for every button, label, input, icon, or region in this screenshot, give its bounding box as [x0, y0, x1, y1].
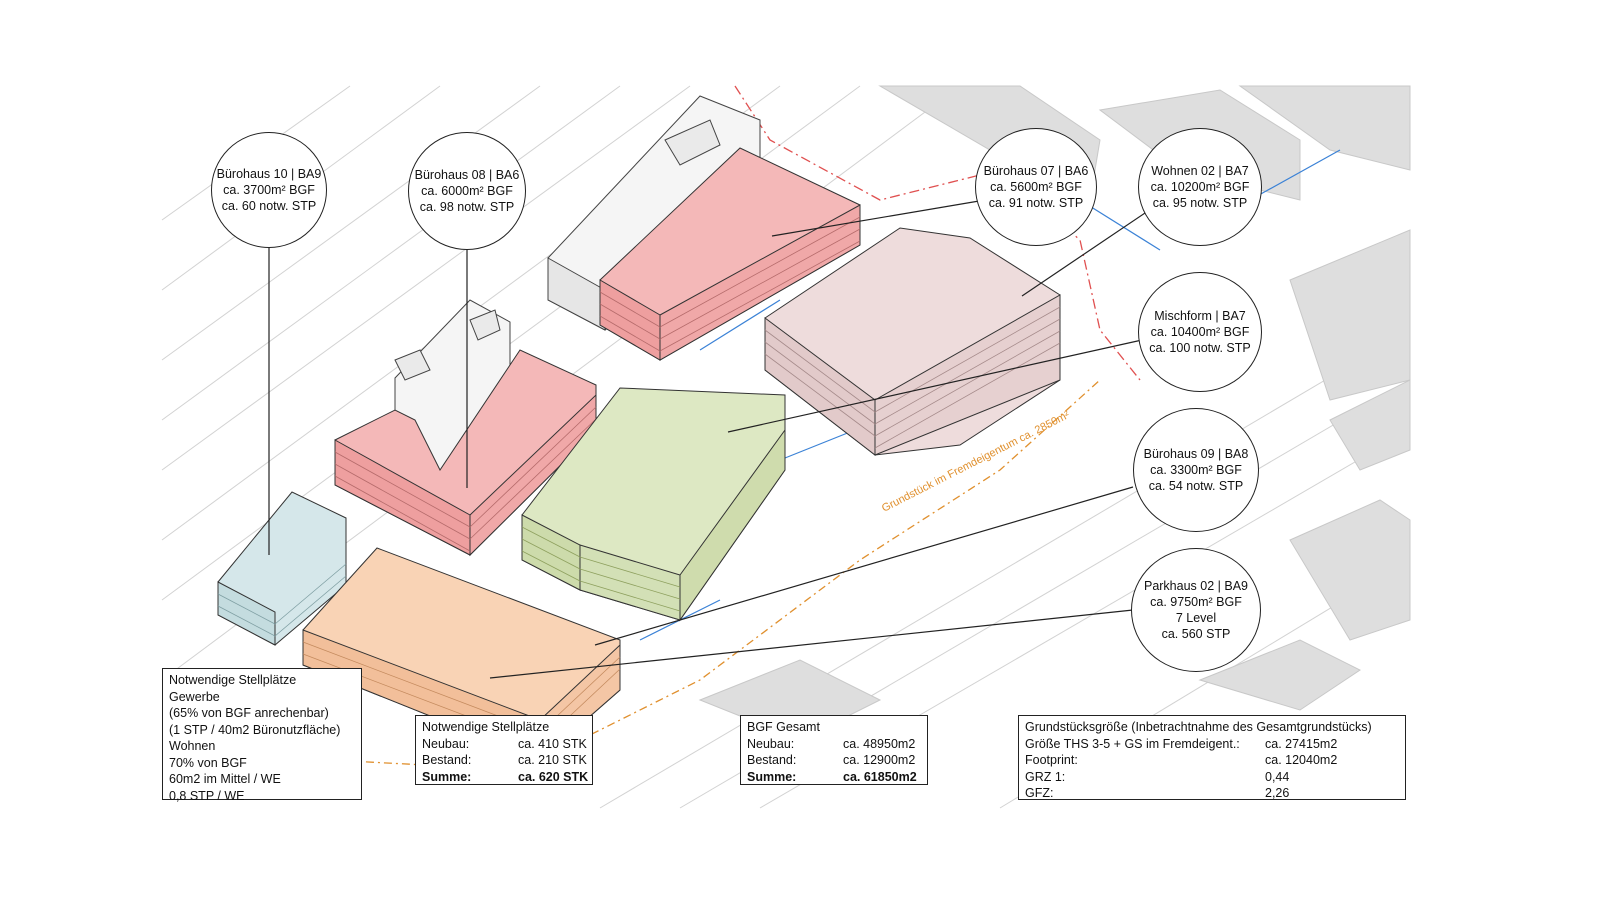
notes-line: Gewerbe: [169, 689, 220, 704]
bgf-row: Neubau: ca. 48950m2: [747, 736, 921, 753]
callout-line: ca. 60 notw. STP: [221, 199, 317, 213]
notes-line: (1 STP / 40m2 Büronutzfläche): [169, 722, 341, 737]
callout-wohnen-02: Wohnen 02 | BA7 ca. 10200m² BGF ca. 95 n…: [1138, 128, 1262, 246]
row-key: Bestand:: [747, 753, 797, 767]
callout-line: Bürohaus 08 | BA6: [414, 168, 520, 182]
callout-line: ca. 54 notw. STP: [1148, 479, 1244, 493]
building-buerohaus-07: [599, 147, 861, 361]
parking-row: Neubau: ca. 410 STK: [422, 736, 587, 753]
callout-line: Mischform | BA7: [1154, 309, 1246, 323]
callout-line: ca. 5600m² BGF: [990, 180, 1082, 194]
row-value: ca. 620 STK: [518, 769, 589, 784]
site-row: Größe THS 3-5 + GS im Fremdeigent.: ca. 2…: [1025, 736, 1399, 753]
row-value: 0,44: [1265, 769, 1290, 784]
row-key: Summe:: [747, 769, 797, 784]
callout-buerohaus-08: Bürohaus 08 | BA6 ca. 6000m² BGF ca. 98 …: [408, 132, 526, 250]
row-value: ca. 27415m2: [1265, 736, 1338, 751]
parking-summary-box: Notwendige Stellplätze Neubau: ca. 410 ST…: [415, 715, 593, 785]
building-mischform: [521, 387, 786, 622]
row-key: Größe THS 3-5 + GS im Fremdeigent.:: [1025, 736, 1240, 751]
bgf-row: Bestand: ca. 12900m2: [747, 752, 921, 769]
callout-line: 7 Level: [1175, 611, 1217, 625]
callout-line: ca. 3700m² BGF: [223, 183, 315, 197]
callout-parkhaus-02: Parkhaus 02 | BA9 ca. 9750m² BGF 7 Level…: [1131, 548, 1261, 672]
plot-boundary: [329, 379, 1101, 771]
row-key: GFZ:: [1025, 786, 1054, 800]
row-value: ca. 61850m2: [843, 769, 917, 784]
row-value: ca. 12900m2: [843, 753, 916, 767]
callout-mischform: Mischform | BA7 ca. 10400m² BGF ca. 100 …: [1138, 272, 1262, 392]
site-row: GFZ: 2,26: [1025, 785, 1399, 802]
callout-buerohaus-07: Bürohaus 07 | BA6 ca. 5600m² BGF ca. 91 …: [975, 128, 1097, 246]
row-value: ca. 410 STK: [518, 736, 587, 751]
site-summary-box: Grundstücksgröße (Inbetrachtnahme des Ge…: [1018, 715, 1406, 800]
callout-line: ca. 10400m² BGF: [1150, 325, 1250, 339]
site-row: GRZ 1: 0,44: [1025, 769, 1399, 786]
row-value: ca. 12040m2: [1265, 753, 1338, 767]
row-key: GRZ 1:: [1025, 769, 1066, 784]
callout-line: ca. 98 notw. STP: [419, 200, 515, 214]
callout-line: ca. 9750m² BGF: [1150, 595, 1242, 609]
callout-line: ca. 100 notw. STP: [1149, 341, 1251, 355]
callout-line: Bürohaus 09 | BA8: [1143, 447, 1249, 461]
row-key: Footprint:: [1025, 753, 1078, 767]
callout-line: ca. 6000m² BGF: [421, 184, 513, 198]
row-value: ca. 48950m2: [843, 736, 916, 751]
callout-line: ca. 10200m² BGF: [1150, 180, 1250, 194]
callout-line: Bürohaus 07 | BA6: [983, 164, 1089, 178]
bgf-row-sum: Summe: ca. 61850m2: [747, 769, 921, 786]
leader-lines: [268, 199, 1146, 679]
notes-line: Wohnen: [169, 739, 216, 753]
site-boundary: [734, 85, 1141, 381]
notes-line: 70% von BGF: [169, 755, 247, 770]
notes-line: 60m2 im Mittel / WE: [169, 772, 281, 786]
site-row: Footprint: ca. 12040m2: [1025, 752, 1399, 769]
callout-buerohaus-09: Bürohaus 09 | BA8 ca. 3300m² BGF ca. 54 …: [1133, 408, 1259, 532]
building-buerohaus-10: [217, 491, 347, 646]
callout-line: ca. 560 STP: [1161, 627, 1231, 641]
row-key: Neubau:: [747, 736, 795, 751]
callout-buerohaus-10: Bürohaus 10 | BA9 ca. 3700m² BGF ca. 60 …: [211, 132, 327, 248]
parking-row: Bestand: ca. 210 STK: [422, 752, 587, 769]
notes-line: Notwendige Stellplätze: [169, 673, 297, 687]
callout-line: Wohnen 02 | BA7: [1151, 164, 1249, 178]
notes-box: Notwendige Stellplätze Gewerbe (65% von …: [162, 668, 362, 803]
bgf-summary-box: BGF Gesamt Neubau: ca. 48950m2 Bestand: ca…: [740, 715, 928, 785]
parking-row-sum: Summe: ca. 620 STK: [422, 769, 589, 786]
notes-line: (65% von BGF anrechenbar): [169, 706, 329, 720]
building-wohnen-02: [764, 227, 1061, 457]
parking-title: Notwendige Stellplätze: [422, 720, 550, 734]
row-key: Bestand:: [422, 753, 472, 767]
row-key: Neubau:: [422, 736, 470, 751]
callout-line: Parkhaus 02 | BA9: [1143, 579, 1248, 593]
notes-line: 0,8 STP / WE: [169, 788, 245, 803]
row-key: Summe:: [422, 769, 472, 784]
callout-line: ca. 91 notw. STP: [988, 196, 1084, 210]
row-value: 2,26: [1265, 786, 1290, 800]
callout-line: ca. 95 notw. STP: [1152, 196, 1248, 210]
callout-line: ca. 3300m² BGF: [1150, 463, 1242, 477]
bgf-title: BGF Gesamt: [747, 720, 820, 734]
site-title: Grundstücksgröße (Inbetrachtnahme des Ge…: [1025, 720, 1372, 734]
existing-building-north: [547, 95, 761, 331]
row-value: ca. 210 STK: [518, 753, 587, 767]
callout-line: Bürohaus 10 | BA9: [216, 167, 322, 181]
building-buerohaus-08: [334, 349, 597, 557]
